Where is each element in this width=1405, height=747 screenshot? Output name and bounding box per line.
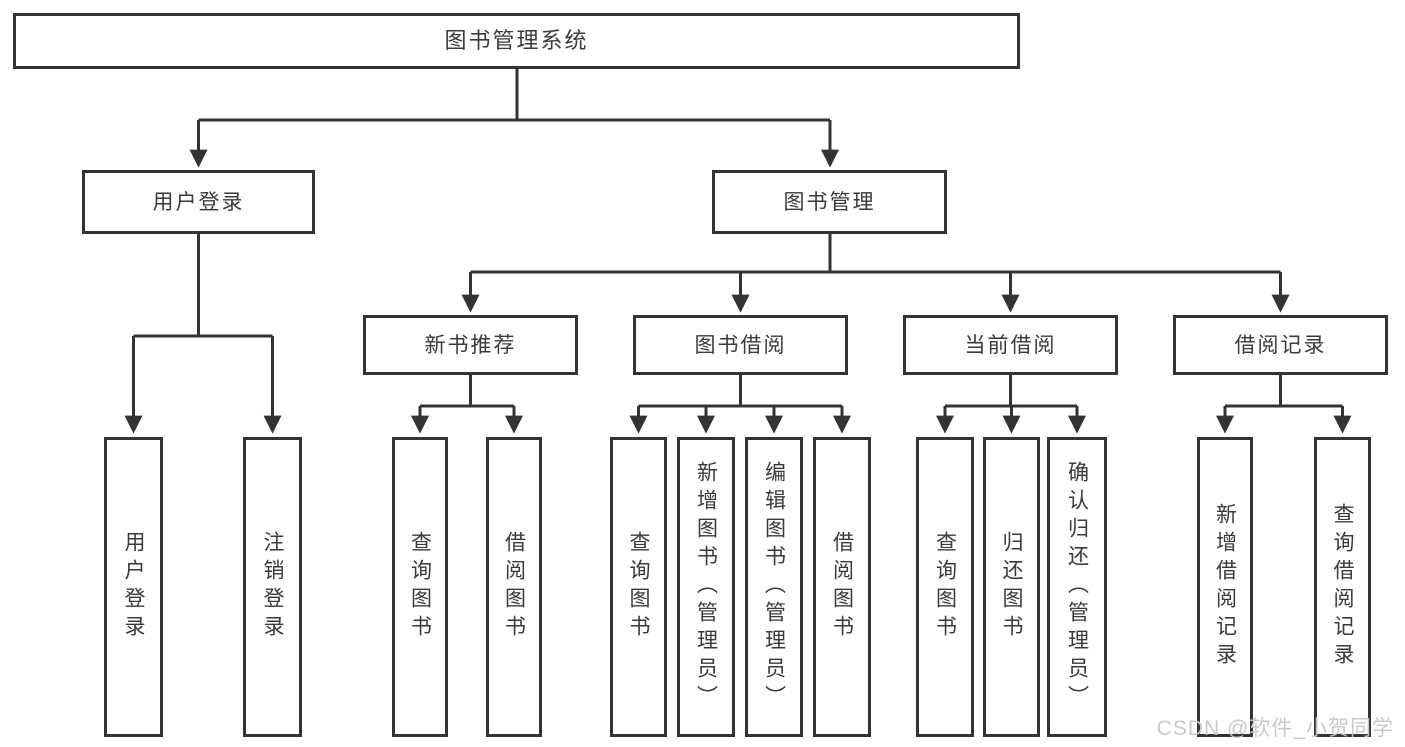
- leaf-borrow-edit-books-admin: 编辑图书（管理员）: [745, 437, 803, 737]
- leaf-borrow-query-books: 查询图书: [610, 437, 667, 737]
- leaf-borrow-add-books-admin: 新增图书（管理员）: [677, 437, 735, 737]
- leaf-current-query-books: 查询图书: [916, 437, 974, 737]
- leaf-logout-login: 注销登录: [243, 437, 302, 737]
- node-borrow-records: 借阅记录: [1173, 315, 1388, 375]
- csdn-watermark: CSDN @软件_小贺同学: [1156, 717, 1394, 740]
- leaf-records-add-record: 新增借阅记录: [1197, 437, 1253, 737]
- leaf-current-return-books: 归还图书: [983, 437, 1040, 737]
- leaf-newrec-query-books: 查询图书: [392, 437, 448, 737]
- node-book-management: 图书管理: [712, 170, 947, 234]
- leaf-user-login: 用户登录: [104, 437, 163, 737]
- leaf-records-query-record: 查询借阅记录: [1314, 437, 1371, 737]
- node-root-system: 图书管理系统: [13, 13, 1020, 69]
- node-user-login: 用户登录: [82, 170, 315, 234]
- leaf-borrow-borrow-books: 借阅图书: [813, 437, 871, 737]
- node-current-borrowing: 当前借阅: [903, 315, 1118, 375]
- node-book-borrowing: 图书借阅: [633, 315, 848, 375]
- node-new-book-recommend: 新书推荐: [363, 315, 578, 375]
- leaf-current-confirm-return-admin: 确认归还（管理员）: [1047, 437, 1107, 737]
- leaf-newrec-borrow-books: 借阅图书: [486, 437, 542, 737]
